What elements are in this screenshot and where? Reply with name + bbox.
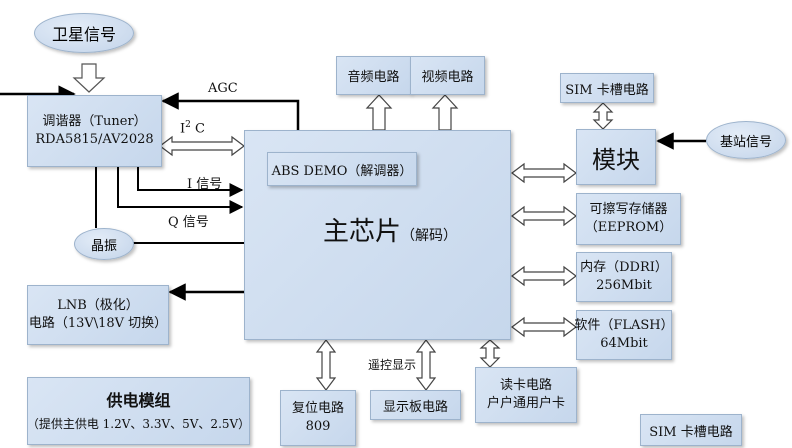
sim-slot-bottom-block: SIM 卡槽电路 <box>640 414 742 446</box>
chip-eeprom-arrow <box>511 205 577 227</box>
chip-cardreader-arrow <box>479 339 501 368</box>
crystal-label: 晶振 <box>90 238 117 254</box>
power-title: 供电模组 <box>106 391 171 411</box>
agc-arrow <box>161 92 300 130</box>
i-signal-label: I 信号 <box>187 177 223 192</box>
flash-size: 64Mbit <box>600 336 648 351</box>
main-chip-title: 主芯片（解码） <box>323 211 457 248</box>
reset-chip: 809 <box>305 419 331 434</box>
sim-slot-top-block: SIM 卡槽电路 <box>560 73 654 103</box>
satellite-arrow <box>72 63 106 93</box>
tuner-model: RDA5815/AV2028 <box>35 132 154 147</box>
reset-circuit-block: 复位电路 809 <box>280 390 356 446</box>
reset-title: 复位电路 <box>291 401 344 417</box>
power-detail: （提供主供电 1.2V、3.3V、5V、2.5V） <box>26 416 251 431</box>
sim-module-arrow <box>592 102 614 130</box>
ddr-title: 内存（DDRI） <box>580 260 668 276</box>
i2c-label-sup: 2 <box>185 120 191 130</box>
main-chip-subtitle: （解码） <box>401 228 458 244</box>
audio-arrow <box>365 94 393 131</box>
sim-slot-bottom-label: SIM 卡槽电路 <box>649 424 733 440</box>
audio-circuit-block: 音频电路 <box>336 56 411 95</box>
satellite-signal-node: 卫星信号 <box>34 13 134 53</box>
chip-reset-arrow <box>315 339 337 391</box>
video-arrow <box>431 94 459 131</box>
i-signal-arrow <box>137 167 244 197</box>
eeprom-title: 可擦写存储器 <box>589 202 668 218</box>
chip-module-arrow <box>511 162 577 184</box>
module-block: 模块 <box>576 129 656 185</box>
card-reader-title: 读卡电路 <box>499 378 552 394</box>
flash-block: 软件（FLASH） 64Mbit <box>574 310 674 360</box>
display-board-label: 显示板电路 <box>382 399 448 415</box>
audio-circuit-label: 音频电路 <box>347 70 400 85</box>
q-signal-label: Q 信号 <box>168 215 209 230</box>
abs-demo-label: ABS DEMO（解调器） <box>271 163 413 179</box>
video-circuit-label: 视频电路 <box>421 70 474 85</box>
i2c-label: I2 C <box>180 120 205 136</box>
eeprom-subtitle: （EEPROM） <box>584 220 673 235</box>
chip-flash-arrow <box>511 316 577 338</box>
lnb-detail: 电路（13V\18V 切换） <box>28 316 168 331</box>
satellite-signal-label: 卫星信号 <box>51 25 116 44</box>
i2c-double-arrow <box>159 135 245 157</box>
abs-demo-block: ABS DEMO（解调器） <box>267 152 417 186</box>
lnb-block: LNB（极化） 电路（13V\18V 切换） <box>27 285 169 345</box>
i2c-label-i: I <box>180 121 186 137</box>
base-station-label: 基站信号 <box>719 134 772 150</box>
chip-display-arrow <box>415 339 437 391</box>
power-module-block: 供电模组 （提供主供电 1.2V、3.3V、5V、2.5V） <box>27 377 250 445</box>
tuner-block: 调谐器（Tuner） RDA5815/AV2028 <box>27 95 162 167</box>
ddr-size: 256Mbit <box>596 278 652 293</box>
main-chip-block: ABS DEMO（解调器） 主芯片（解码） <box>244 130 511 340</box>
video-circuit-block: 视频电路 <box>410 56 485 95</box>
remote-display-label: 遥控显示 <box>368 358 417 372</box>
q-signal-arrow <box>117 167 244 214</box>
card-reader-block: 读卡电路 户户通用户卡 <box>475 367 577 423</box>
tuner-title: 调谐器（Tuner） <box>42 114 147 130</box>
agc-label: AGC <box>208 81 238 96</box>
ddr-block: 内存（DDRI） 256Mbit <box>576 252 672 302</box>
crystal-node: 晶振 <box>74 228 134 260</box>
sim-slot-top-label: SIM 卡槽电路 <box>565 82 649 98</box>
module-label: 模块 <box>592 145 640 174</box>
main-chip-name: 主芯片 <box>323 217 402 247</box>
display-board-block: 显示板电路 <box>370 390 461 420</box>
base-station-node: 基站信号 <box>706 121 786 159</box>
card-reader-subtitle: 户户通用户卡 <box>486 396 565 411</box>
i2c-label-c: C <box>190 121 205 137</box>
chip-ddr-arrow <box>511 265 577 287</box>
lnb-title: LNB（极化） <box>57 298 139 314</box>
flash-title: 软件（FLASH） <box>574 318 674 334</box>
eeprom-block: 可擦写存储器 （EEPROM） <box>576 193 681 245</box>
